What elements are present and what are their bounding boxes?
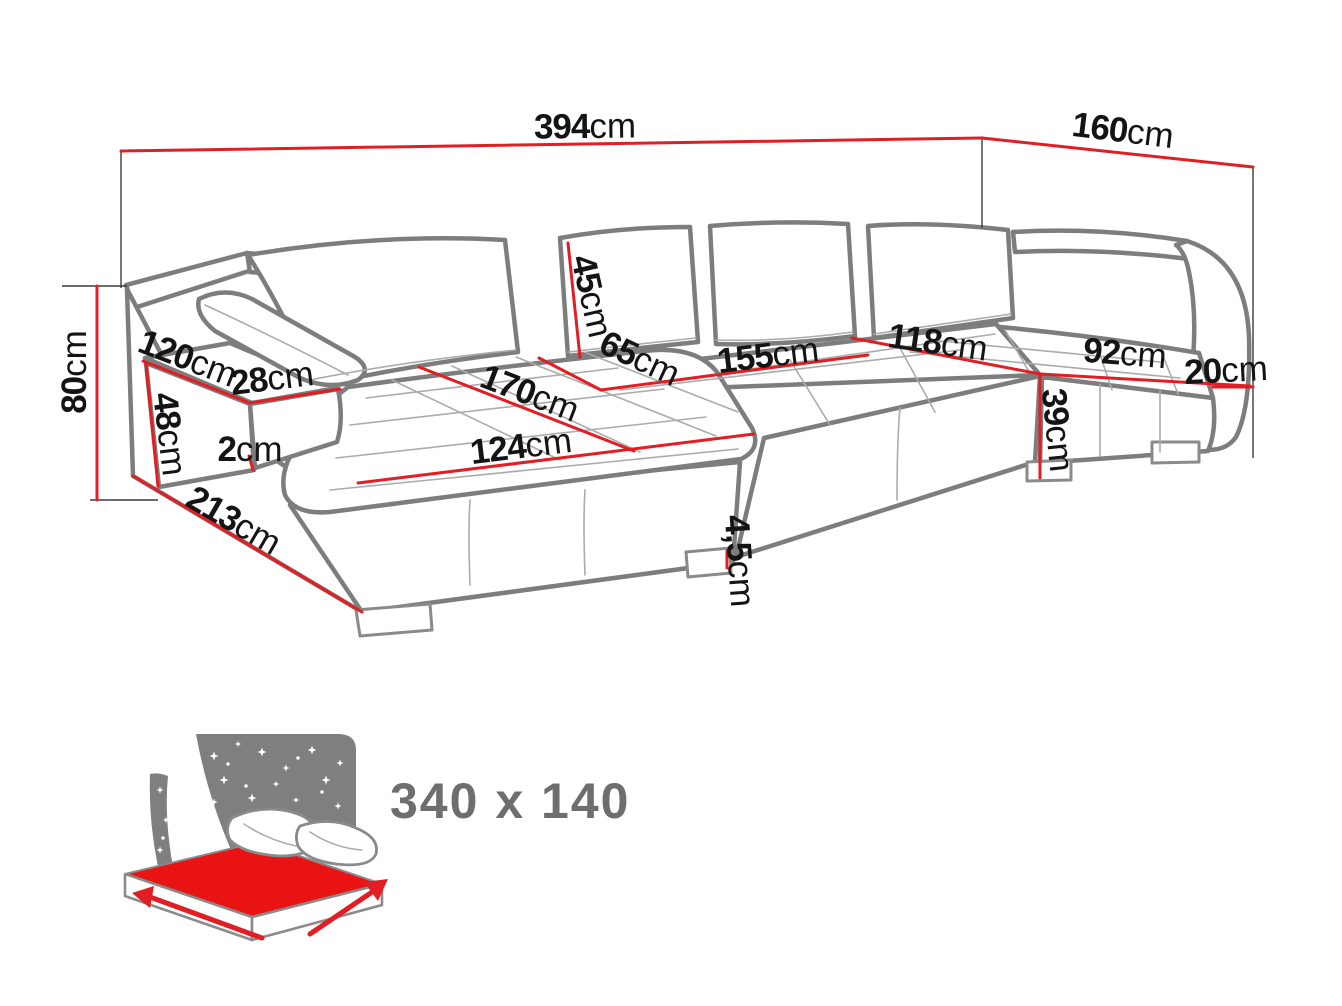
sofa-legs: [354, 440, 1201, 638]
dim-label-total-width: 394cm: [534, 106, 636, 146]
dim-label-seat-height: 48cm: [145, 390, 194, 478]
back-cushion-3: [707, 220, 858, 347]
dim-line-total-width: [119, 136, 984, 153]
bed-arrow-depth: [307, 879, 388, 937]
bed-pillow-right: [295, 820, 378, 867]
bed-icon: [123, 734, 388, 942]
dim-label-total-height: 80cm: [55, 330, 94, 414]
dim-line-chaise-length: [131, 474, 364, 614]
dim-label-right-chaise-length: 118cm: [886, 316, 991, 369]
back-cushion-2: [557, 224, 701, 359]
leg-right-chaise-left: [1025, 458, 1073, 483]
dim-line-chaise-seat-length: [417, 365, 636, 453]
dim-label-chaise-seat-width: 124cm: [468, 421, 574, 472]
dim-label-total-depth: 160cm: [1070, 105, 1176, 156]
dim-label-backrest-height: 45cm: [563, 251, 620, 341]
dim-line-backrest-height: [566, 241, 582, 359]
back-panel-right: [1010, 228, 1192, 262]
dim-label-gap: 2cm: [217, 430, 282, 469]
frame-lines: [62, 138, 1254, 501]
dim-line-right-chaise-width: [1038, 372, 1252, 388]
sleeping-size-label: 340 x 140: [390, 773, 630, 829]
dim-line-total-depth: [980, 136, 1255, 169]
sofa-drawing: [123, 220, 1252, 638]
leg-right-chaise-right: [1150, 440, 1201, 465]
leg-front-mid: [684, 546, 733, 579]
dim-line-right-chaise-length: [850, 336, 1042, 376]
dim-line-chaise-seat-width: [356, 432, 756, 485]
dim-line-arm-length: [141, 359, 252, 405]
dim-label-right-arm-width: 20cm: [1183, 349, 1269, 392]
dimension-lines: [95, 136, 1255, 614]
dim-label-right-seat-height: 39cm: [1034, 386, 1082, 473]
dim-label-arm-width: 28cm: [228, 354, 316, 403]
dim-label-leg-height: 4,5cm: [717, 514, 762, 609]
middle-seat-front: [733, 373, 1043, 560]
dim-line-middle-width: [599, 353, 870, 392]
bed-arrow-width: [132, 886, 265, 941]
sleeping-area-icon: 340 x 140: [123, 734, 630, 942]
arm-pillow-crease: [204, 304, 349, 376]
dim-label-middle-width: 155cm: [715, 330, 821, 381]
dim-line-arm-width: [248, 387, 342, 405]
dim-line-gap: [247, 454, 255, 472]
dim-line-seat-height: [144, 362, 160, 488]
dim-label-right-chaise-width: 92cm: [1082, 331, 1168, 376]
leg-front-left: [354, 602, 434, 638]
dim-line-seat-depth: [537, 356, 603, 392]
